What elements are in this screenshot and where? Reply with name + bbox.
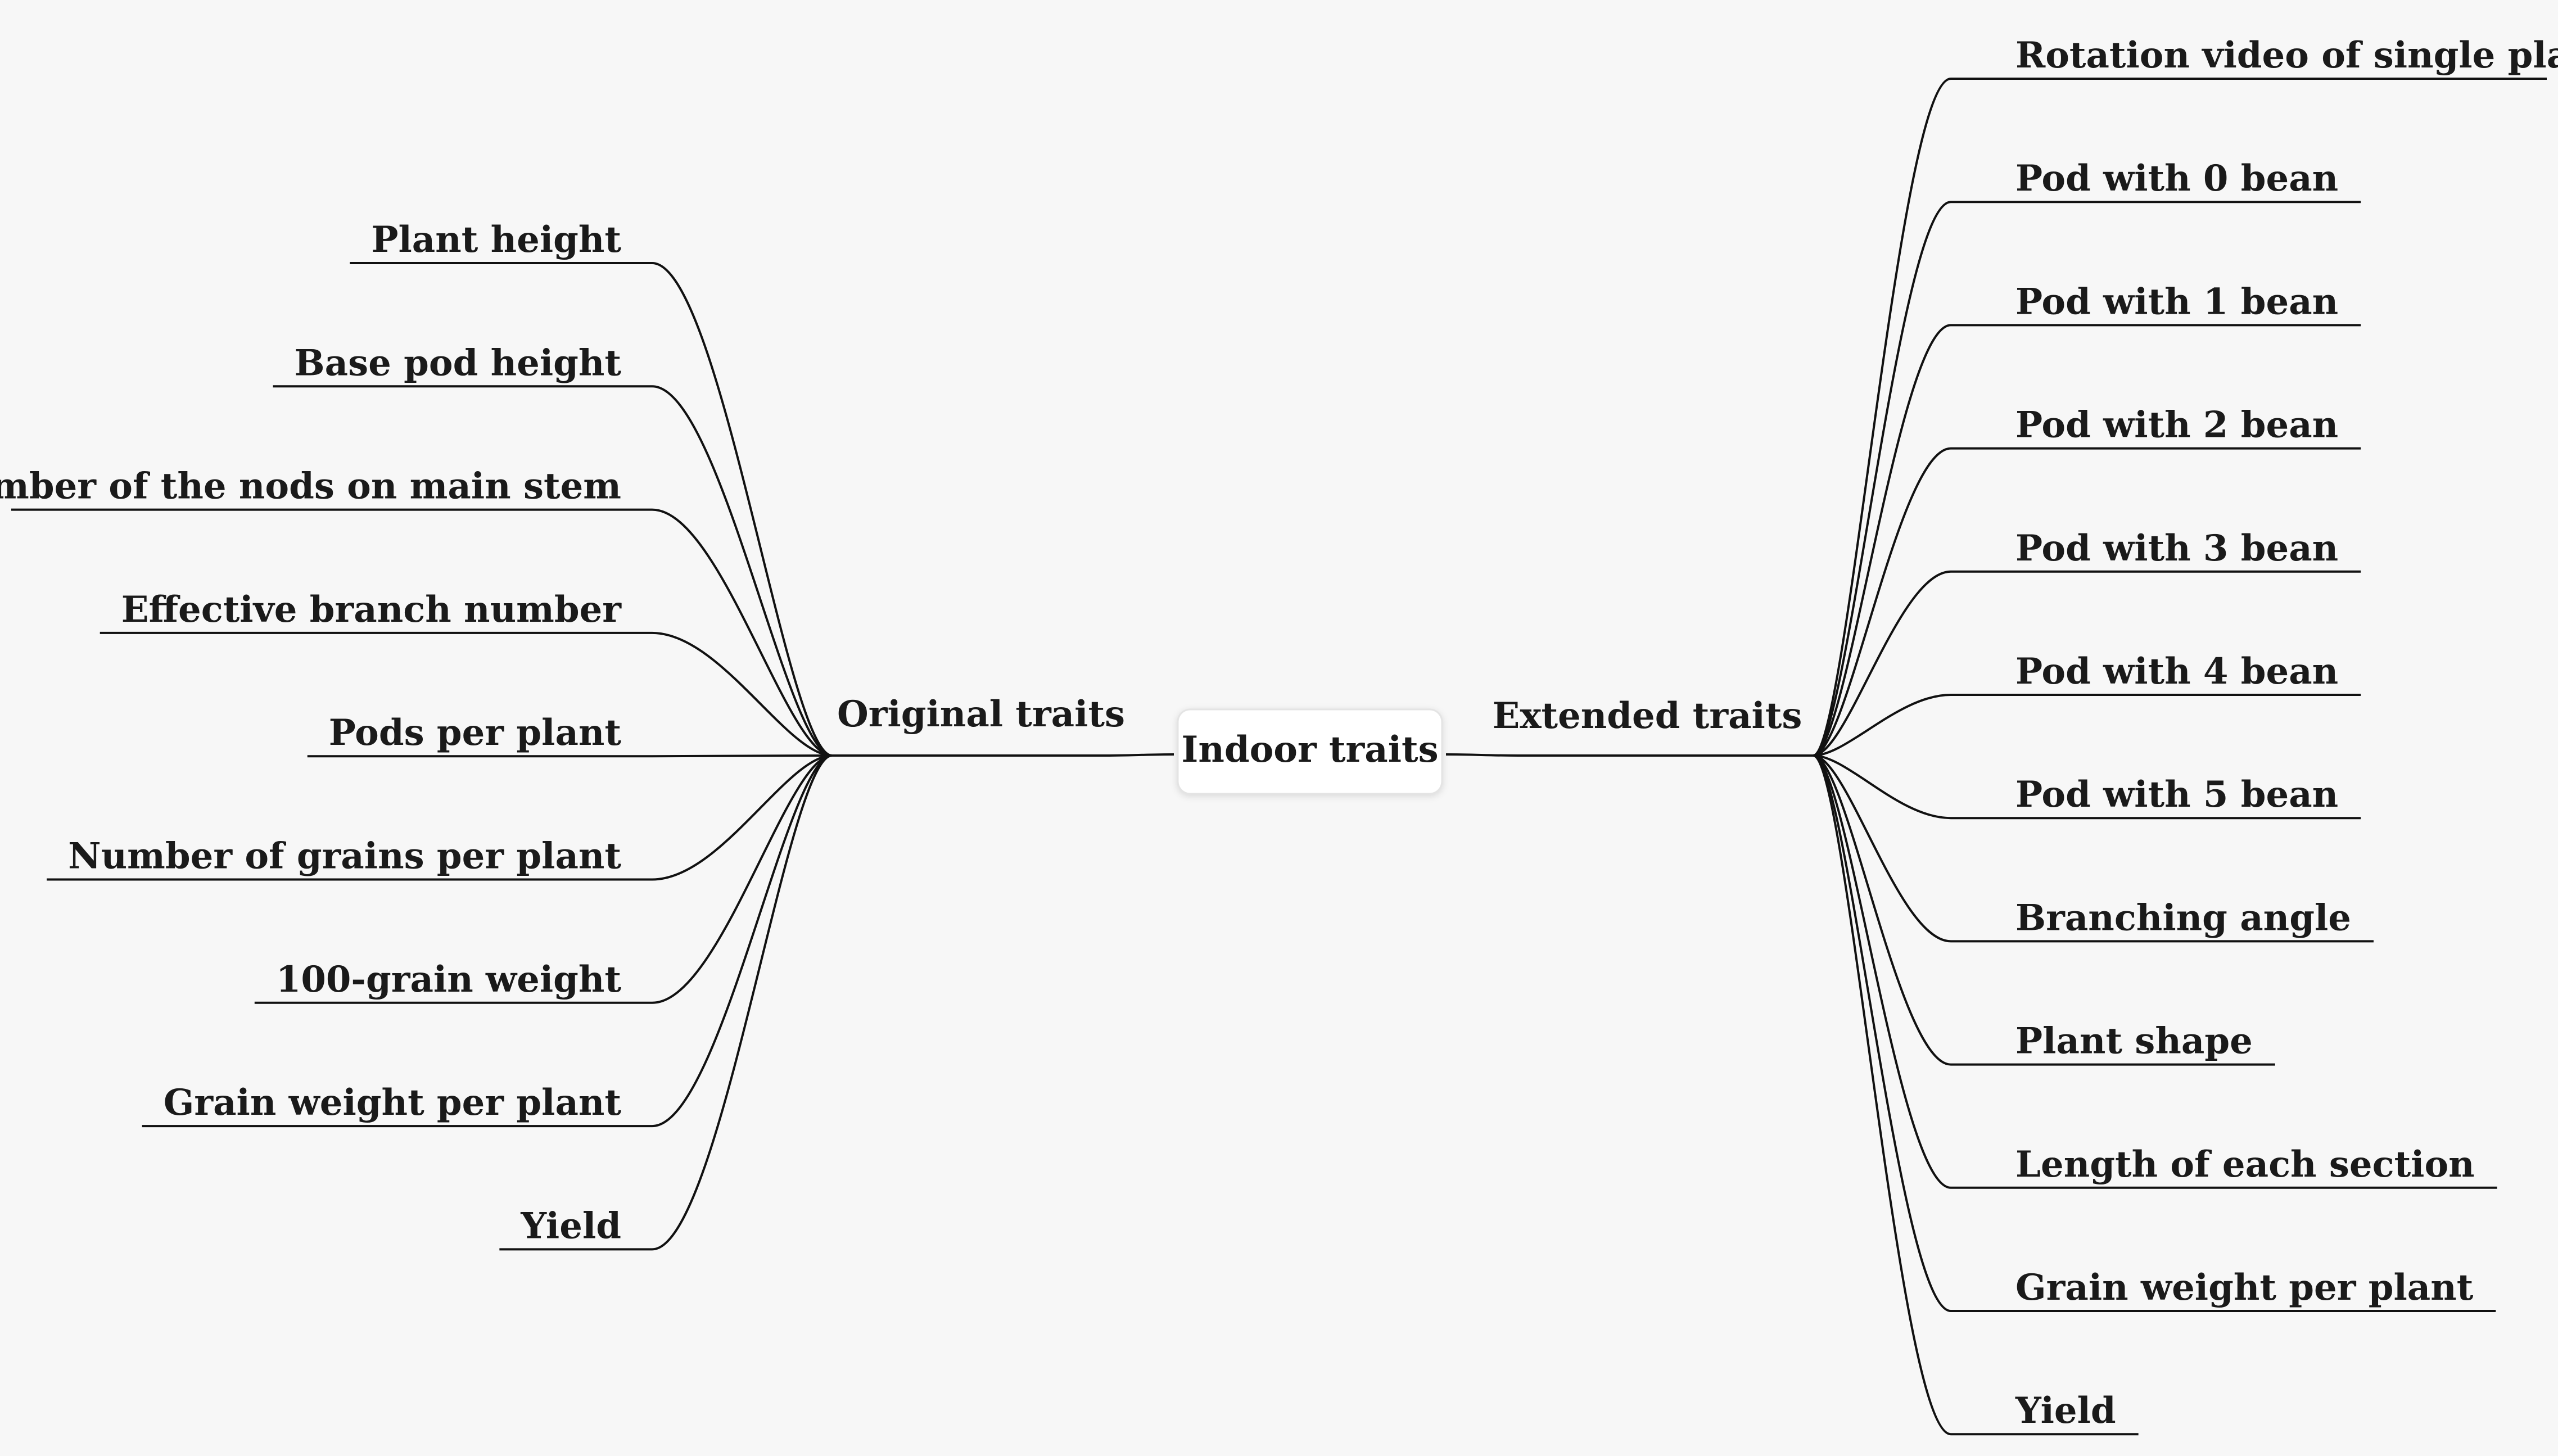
connector-left (832, 753, 1174, 757)
right-item-connector-5 (1813, 570, 1951, 757)
right-item-label-11: Grain weight per plant (2015, 1267, 2474, 1309)
right-item-connector-10 (1813, 754, 1951, 1189)
connector-right (1445, 753, 1813, 757)
left-item-connector-3 (652, 508, 833, 757)
right-item-connector-7 (1813, 754, 1951, 820)
right-item-connector-6 (1813, 694, 1951, 757)
left-item-connector-7 (652, 754, 833, 1004)
group-label-extended-traits: Extended traits (1493, 695, 1802, 737)
right-item-connector-12 (1813, 754, 1951, 1436)
right-item-connector-2 (1813, 201, 1951, 757)
right-item-connector-3 (1813, 324, 1951, 757)
right-item-label-7: Pod with 5 bean (2015, 774, 2338, 816)
right-item-label-9: Plant shape (2015, 1020, 2253, 1062)
right-item-label-10: Length of each section (2015, 1143, 2475, 1186)
right-item-connector-11 (1813, 754, 1951, 1312)
left-item-label-2: Base pod height (295, 342, 622, 384)
right-item-connector-9 (1813, 754, 1951, 1066)
left-item-label-4: Effective branch number (121, 589, 622, 631)
right-item-label-12: Yield (2015, 1390, 2116, 1432)
left-item-connector-1 (652, 262, 833, 757)
left-item-connector-2 (652, 385, 833, 757)
right-item-label-1: Rotation video of single plant (2015, 34, 2558, 76)
right-item-label-2: Pod with 0 bean (2015, 157, 2338, 200)
left-item-label-5: Pods per plant (329, 712, 622, 754)
left-item-label-8: Grain weight per plant (164, 1082, 622, 1124)
right-item-label-8: Branching angle (2015, 897, 2351, 939)
root-node[interactable]: Indoor traits (1177, 708, 1443, 795)
left-item-label-7: 100-grain weight (276, 958, 622, 1001)
right-item-label-4: Pod with 2 bean (2015, 404, 2338, 446)
right-item-connector-8 (1813, 754, 1951, 943)
left-item-label-9: Yield (520, 1205, 621, 1247)
left-item-connector-6 (652, 754, 833, 881)
root-label: Indoor traits (1181, 729, 1438, 771)
right-item-connector-1 (1813, 78, 1951, 757)
left-item-label-3: Number of the nods on main stem (0, 465, 621, 508)
group-label-original-traits: Original traits (837, 693, 1125, 735)
right-item-connector-4 (1813, 447, 1951, 757)
left-item-connector-4 (652, 631, 833, 757)
left-item-label-1: Plant height (371, 219, 621, 261)
left-item-connector-9 (652, 754, 833, 1251)
right-item-label-5: Pod with 3 bean (2015, 527, 2338, 569)
left-item-connector-8 (652, 754, 833, 1128)
right-item-label-6: Pod with 4 bean (2015, 650, 2338, 693)
left-item-label-6: Number of grains per plant (68, 835, 621, 878)
right-item-label-3: Pod with 1 bean (2015, 281, 2338, 323)
